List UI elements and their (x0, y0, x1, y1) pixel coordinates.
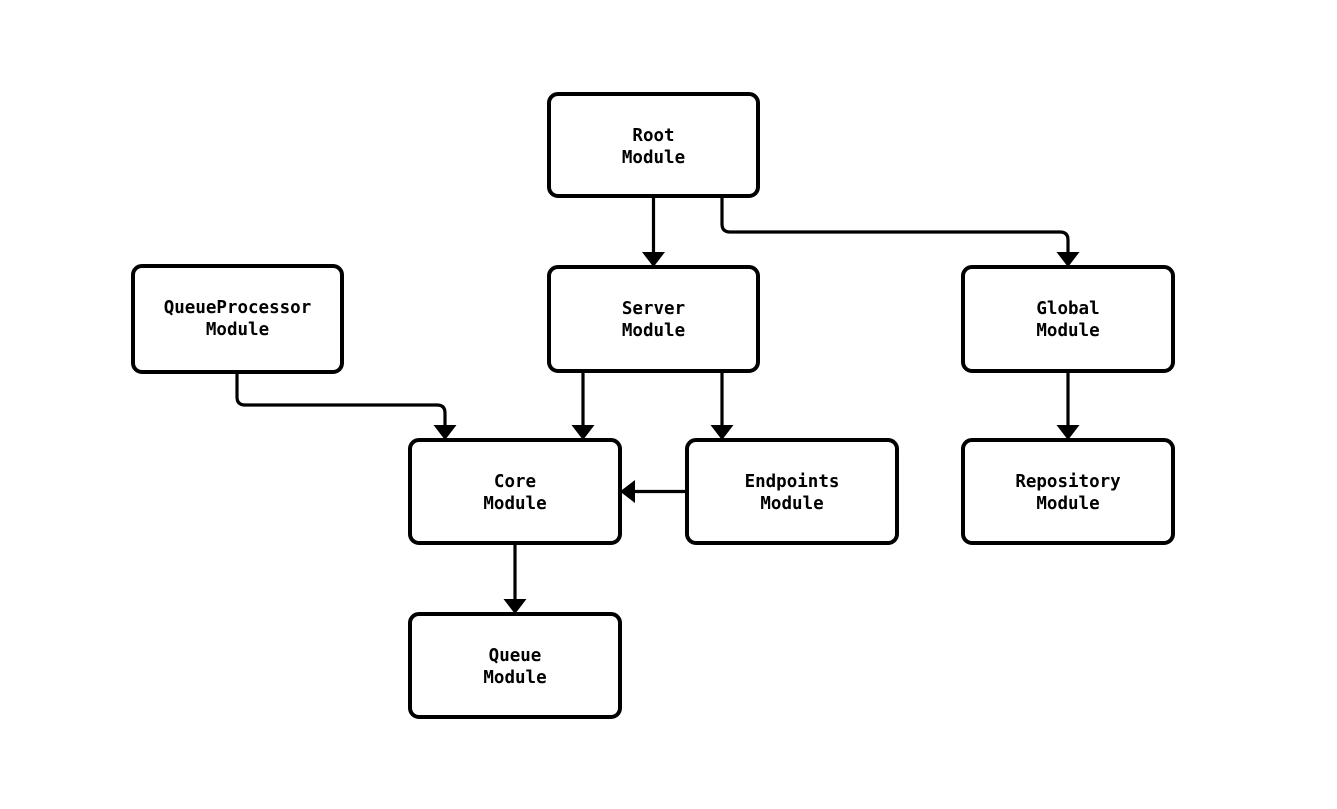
edge-core-to-queue-arrowhead (503, 599, 527, 614)
node-queueprocessor-module-label-line1: QueueProcessor (164, 298, 312, 318)
node-queue-module-label-line2: Module (483, 668, 546, 688)
node-endpoints-module-label-line1: Endpoints (745, 472, 840, 492)
edge-server-to-core (571, 371, 595, 440)
edge-global-to-repository-arrowhead (1056, 425, 1080, 440)
edge-server-to-endpoints-arrowhead (710, 425, 734, 440)
edge-core-to-queue (503, 543, 527, 614)
node-root-module[interactable]: Root Module (547, 92, 760, 198)
node-repository-module-label-line1: Repository (1015, 472, 1121, 492)
node-global-module[interactable]: Global Module (961, 265, 1175, 373)
node-queueprocessor-module-box[interactable] (131, 264, 344, 374)
node-core-module-label-line1: Core (494, 472, 536, 492)
node-repository-module[interactable]: Repository Module (961, 438, 1175, 545)
node-global-module-label-line1: Global (1036, 299, 1099, 319)
node-server-module-label-line2: Module (622, 321, 685, 341)
node-endpoints-module[interactable]: Endpoints Module (685, 438, 899, 545)
edge-layer (235, 196, 1080, 614)
node-root-module-box[interactable] (547, 92, 760, 198)
edge-root-to-global-line (720, 196, 1070, 253)
node-repository-module-box[interactable] (961, 438, 1175, 545)
node-queue-module-label-line1: Queue (489, 646, 542, 666)
node-queue-module[interactable]: Queue Module (408, 612, 622, 719)
edge-server-to-core-arrowhead (571, 425, 595, 440)
edge-root-to-server-arrowhead (642, 252, 665, 267)
node-root-module-label-line2: Module (622, 148, 685, 168)
edge-server-to-endpoints (710, 371, 734, 440)
edge-queueprocessor-to-core-arrowhead (433, 425, 457, 440)
node-server-module-box[interactable] (547, 265, 760, 373)
node-global-module-label-line2: Module (1036, 321, 1099, 341)
node-queue-module-box[interactable] (408, 612, 622, 719)
edge-endpoints-to-core-arrowhead (620, 480, 635, 503)
node-queueprocessor-module-label-line2: Module (206, 320, 269, 340)
node-server-module[interactable]: Server Module (547, 265, 760, 373)
edge-root-to-server (642, 196, 665, 267)
edge-root-to-global (720, 196, 1080, 267)
node-queueprocessor-module[interactable]: QueueProcessor Module (131, 264, 344, 374)
node-endpoints-module-label-line2: Module (760, 494, 823, 514)
node-root-module-label-line1: Root (632, 126, 674, 146)
node-server-module-label-line1: Server (622, 299, 685, 319)
edge-endpoints-to-core (620, 480, 687, 503)
node-core-module-box[interactable] (408, 438, 622, 545)
edge-queueprocessor-to-core-line (235, 372, 447, 426)
edge-root-to-global-arrowhead (1056, 252, 1080, 267)
node-repository-module-label-line2: Module (1036, 494, 1099, 514)
node-layer: Root Module QueueProcessor Module Server… (131, 92, 1175, 719)
node-core-module[interactable]: Core Module (408, 438, 622, 545)
node-global-module-box[interactable] (961, 265, 1175, 373)
edge-global-to-repository (1056, 371, 1080, 440)
edge-queueprocessor-to-core (235, 372, 457, 440)
node-endpoints-module-box[interactable] (685, 438, 899, 545)
node-core-module-label-line2: Module (483, 494, 546, 514)
